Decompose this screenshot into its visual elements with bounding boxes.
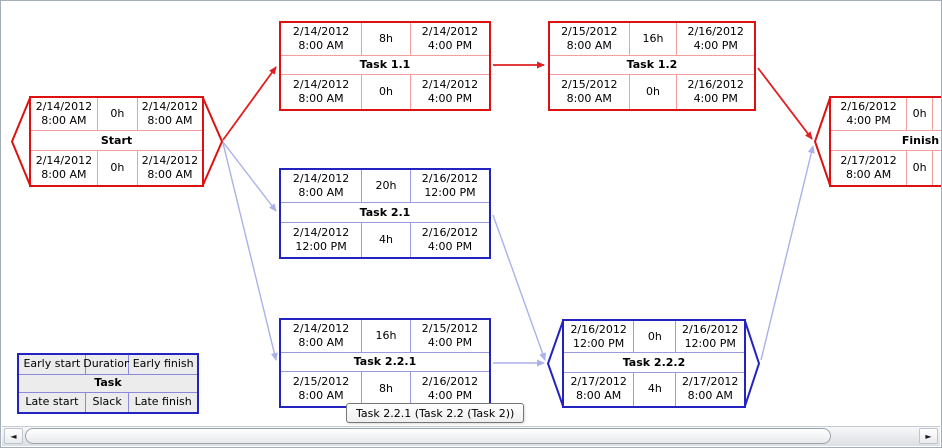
- legend-early-start: Early start: [19, 355, 85, 374]
- early-finish-cell: 2/16/2012 12:00 PM: [421, 172, 479, 200]
- late-finish-cell: 2/16/2012 4:00 PM: [421, 226, 479, 254]
- duration-cell: 0h: [906, 98, 934, 131]
- edge-start-to-task-1-1[interactable]: [222, 66, 277, 141]
- late-start-cell: 2/17/2012 8:00 AM: [840, 154, 897, 182]
- early-start-cell: 2/16/2012 4:00 PM: [840, 100, 897, 128]
- slack-cell: 4h: [633, 372, 677, 406]
- slack-cell: 0h: [361, 75, 411, 109]
- tooltip-text: Task 2.2.1 (Task 2.2 (Task 2)): [356, 406, 515, 420]
- task-label: Task 1.2: [550, 54, 754, 76]
- early-start-cell: 2/16/2012 12:00 PM: [570, 322, 627, 350]
- edge-task-2-1-to-task-2-2-2[interactable]: [492, 214, 546, 361]
- hex-tip-task-2-2-2: [546, 320, 564, 407]
- slack-cell: 0h: [906, 151, 934, 185]
- scroll-right-icon: ►: [925, 431, 932, 441]
- late-start-cell: 2/14/2012 8:00 AM: [292, 78, 350, 106]
- legend-late-start: Late start: [19, 392, 85, 412]
- horizontal-scrollbar[interactable]: ◄ ►: [2, 426, 940, 446]
- early-finish-cell: 2/16/2012 4:00 PM: [687, 24, 744, 52]
- scroll-right-button[interactable]: ►: [919, 428, 938, 444]
- hex-tip-task-2-2-2: [744, 320, 761, 407]
- hex-tip-start: [202, 97, 224, 186]
- edge-start-to-task-2-1[interactable]: [222, 141, 277, 212]
- early-finish-cell: 2/14/2012 4:00 PM: [421, 24, 479, 52]
- late-start-cell: 2/14/2012 8:00 AM: [35, 154, 93, 182]
- duration-cell: 8h: [361, 23, 411, 55]
- late-start-cell: 2/15/2012 8:00 AM: [292, 375, 350, 403]
- task-label: Task 2.2.1: [281, 351, 489, 373]
- task-label: Task 2.2.2: [564, 352, 744, 373]
- legend-early-finish: Early finish: [129, 355, 197, 374]
- late-start-cell: 2/15/2012 8:00 AM: [561, 78, 618, 106]
- scroll-left-button[interactable]: ◄: [4, 428, 23, 444]
- early-finish-cell: 2/14/2012 8:00 AM: [141, 100, 199, 128]
- edge-task-1-2-to-finish[interactable]: [757, 67, 813, 140]
- duration-cell: 0h: [96, 98, 138, 131]
- hex-tip-start: [10, 97, 31, 186]
- slack-cell: 8h: [361, 372, 411, 406]
- task-label: Start: [31, 130, 202, 152]
- task-label: Task 2.1: [281, 202, 489, 224]
- tooltip: Task 2.2.1 (Task 2.2 (Task 2)): [346, 403, 525, 423]
- hex-tip-finish: [813, 97, 831, 186]
- late-finish-cell: 2/16/2012 4:00 PM: [421, 375, 479, 403]
- early-finish-cell: 2/16/2012 12:00 PM: [682, 322, 739, 350]
- late-finish-cell: [933, 151, 941, 185]
- legend-task: Task: [19, 373, 197, 393]
- late-finish-cell: 2/14/2012 8:00 AM: [141, 154, 199, 182]
- scroll-left-icon: ◄: [10, 431, 17, 441]
- duration-cell: 16h: [628, 23, 678, 55]
- late-finish-cell: 2/16/2012 4:00 PM: [687, 78, 744, 106]
- early-start-cell: 2/14/2012 8:00 AM: [292, 172, 350, 200]
- legend: Early start Duration Early finish Task L…: [17, 353, 199, 414]
- legend-late-finish: Late finish: [129, 392, 197, 412]
- legend-slack: Slack: [84, 392, 130, 412]
- legend-duration: Duration: [83, 355, 131, 374]
- edge-task-2-2-2-to-finish[interactable]: [760, 145, 815, 361]
- duration-cell: 16h: [361, 320, 411, 352]
- duration-cell: 0h: [633, 321, 677, 353]
- slack-cell: 0h: [96, 151, 138, 185]
- late-start-cell: 2/17/2012 8:00 AM: [570, 375, 627, 403]
- scrollbar-thumb[interactable]: [25, 428, 831, 444]
- task-label: Task 1.1: [281, 54, 489, 76]
- early-finish-cell: 2/15/2012 4:00 PM: [421, 321, 479, 349]
- early-finish-cell: [933, 98, 941, 130]
- early-start-cell: 2/14/2012 8:00 AM: [35, 100, 93, 128]
- late-finish-cell: 2/17/2012 8:00 AM: [682, 375, 739, 403]
- late-start-cell: 2/14/2012 12:00 PM: [292, 226, 350, 254]
- duration-cell: 20h: [361, 170, 411, 203]
- edge-start-to-task-2-2-1[interactable]: [222, 142, 278, 361]
- task-label: Finish: [831, 130, 941, 152]
- early-start-cell: 2/15/2012 8:00 AM: [561, 24, 618, 52]
- slack-cell: 4h: [361, 223, 411, 257]
- slack-cell: 0h: [628, 75, 678, 109]
- early-start-cell: 2/14/2012 8:00 AM: [292, 321, 350, 349]
- early-start-cell: 2/14/2012 8:00 AM: [292, 24, 350, 52]
- late-finish-cell: 2/14/2012 4:00 PM: [421, 78, 479, 106]
